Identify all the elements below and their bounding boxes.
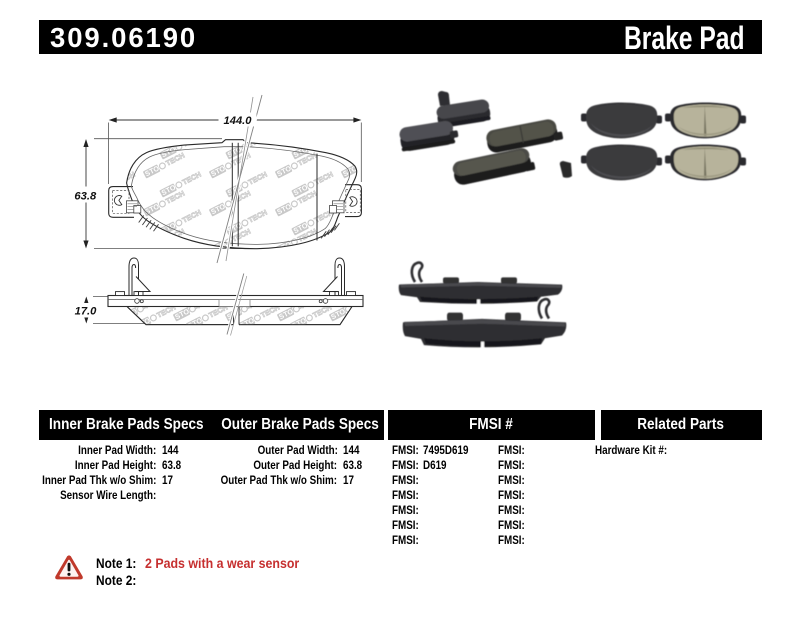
svg-text:TECH: TECH [350, 276, 372, 293]
svg-text:TECH: TECH [194, 276, 216, 293]
svg-text:63.8: 63.8 [74, 191, 97, 203]
svg-text:STOP: STOP [275, 123, 297, 140]
svg-text:STOP: STOP [77, 237, 99, 254]
svg-text:TECH: TECH [313, 132, 335, 149]
svg-text:TECH: TECH [362, 189, 384, 206]
svg-text:STOP: STOP [186, 313, 208, 330]
svg-text:TECH: TECH [181, 170, 203, 187]
svg-text:TECH: TECH [246, 276, 268, 293]
svg-text:STOP: STOP [238, 313, 260, 330]
svg-text:TECH: TECH [379, 170, 401, 187]
svg-text:TECH: TECH [115, 170, 137, 187]
svg-text:TECH: TECH [363, 303, 385, 320]
svg-text:TECH: TECH [98, 227, 120, 244]
svg-text:TECH: TECH [362, 151, 384, 168]
svg-text:TECH: TECH [90, 276, 112, 293]
svg-text:STOP: STOP [94, 218, 116, 235]
svg-text:STOP: STOP [341, 237, 363, 254]
svg-text:TECH: TECH [362, 227, 384, 244]
svg-text:STOP: STOP [358, 218, 380, 235]
svg-text:TECH: TECH [98, 113, 120, 130]
svg-text:TECH: TECH [313, 170, 335, 187]
svg-text:17.0: 17.0 [75, 305, 98, 317]
svg-text:TECH: TECH [98, 151, 120, 168]
svg-text:TECH: TECH [296, 113, 318, 130]
svg-text:TECH: TECH [247, 208, 269, 225]
svg-text:TECH: TECH [164, 113, 186, 130]
svg-text:TECH: TECH [115, 132, 137, 149]
svg-text:TECH: TECH [363, 285, 385, 302]
svg-text:TECH: TECH [181, 132, 203, 149]
svg-text:STOP: STOP [143, 123, 165, 140]
svg-text:STOP: STOP [209, 237, 231, 254]
svg-text:TECH: TECH [247, 170, 269, 187]
svg-text:STOP: STOP [69, 286, 91, 303]
svg-text:STOP: STOP [77, 161, 99, 178]
svg-text:TECH: TECH [362, 113, 384, 130]
svg-text:TECH: TECH [379, 208, 401, 225]
svg-text:STOP: STOP [94, 142, 116, 159]
svg-text:TECH: TECH [181, 208, 203, 225]
svg-text:TECH: TECH [379, 132, 401, 149]
svg-text:STOP: STOP [275, 237, 297, 254]
svg-text:STOP: STOP [143, 237, 165, 254]
svg-text:TECH: TECH [247, 132, 269, 149]
svg-text:STOP: STOP [341, 123, 363, 140]
svg-text:STOP: STOP [134, 313, 156, 330]
svg-text:144.0: 144.0 [224, 115, 253, 127]
svg-text:STOP: STOP [290, 313, 312, 330]
svg-text:STOP: STOP [77, 123, 99, 140]
svg-text:TECH: TECH [298, 276, 320, 293]
